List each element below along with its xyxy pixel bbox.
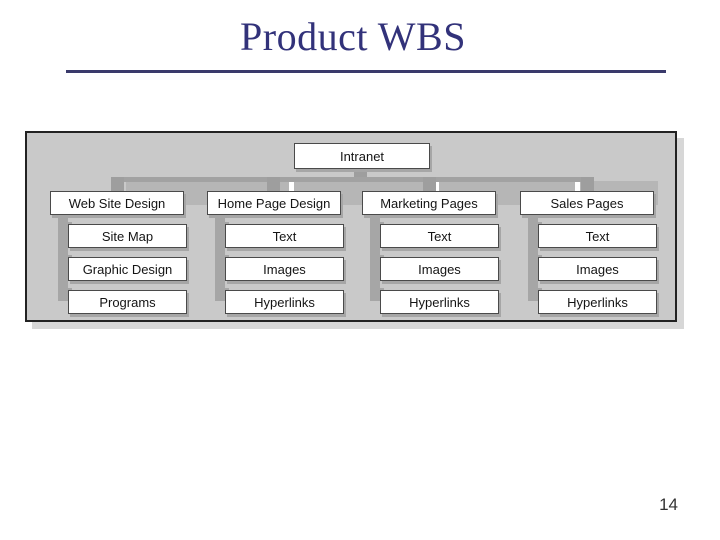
column-connector-stub xyxy=(267,177,280,192)
tree-trunk-connector xyxy=(370,212,380,297)
wbs-column-home-page-design: Home Page Design Text Images Hyperlinks xyxy=(207,133,344,320)
tree-trunk-connector xyxy=(215,212,225,297)
wbs-root-box: Intranet xyxy=(294,143,430,169)
wbs-item-box: Programs xyxy=(68,290,187,314)
wbs-item-box: Images xyxy=(538,257,657,281)
wbs-item-box: Graphic Design xyxy=(68,257,187,281)
column-connector-stub xyxy=(423,177,436,192)
wbs-item-box: Text xyxy=(538,224,657,248)
wbs-item-box: Text xyxy=(380,224,499,248)
wbs-category-box: Sales Pages xyxy=(520,191,654,215)
tree-trunk-connector xyxy=(58,212,68,297)
wbs-diagram-panel: Intranet Web Site Design Site Map Graphi… xyxy=(25,131,677,322)
wbs-column-sales-pages: Sales Pages Text Images Hyperlinks xyxy=(520,133,657,320)
tree-trunk-connector xyxy=(528,212,538,297)
root-connector-stub xyxy=(354,169,367,178)
wbs-item-box: Images xyxy=(380,257,499,281)
wbs-category-box: Marketing Pages xyxy=(362,191,496,215)
wbs-item-box: Hyperlinks xyxy=(380,290,499,314)
wbs-item-box: Hyperlinks xyxy=(225,290,344,314)
horizontal-connector-bar xyxy=(112,177,590,182)
slide-title: Product WBS xyxy=(240,14,466,59)
wbs-item-box: Site Map xyxy=(68,224,187,248)
wbs-category-box: Web Site Design xyxy=(50,191,184,215)
title-underline xyxy=(66,70,666,73)
wbs-column-web-site-design: Web Site Design Site Map Graphic Design … xyxy=(50,133,187,320)
wbs-item-box: Hyperlinks xyxy=(538,290,657,314)
wbs-column-marketing-pages: Marketing Pages Text Images Hyperlinks xyxy=(362,133,499,320)
wbs-category-box: Home Page Design xyxy=(207,191,341,215)
wbs-item-box: Text xyxy=(225,224,344,248)
page-number: 14 xyxy=(659,495,678,514)
column-connector-stub xyxy=(111,177,124,192)
wbs-item-box: Images xyxy=(225,257,344,281)
column-connector-stub xyxy=(581,177,594,192)
